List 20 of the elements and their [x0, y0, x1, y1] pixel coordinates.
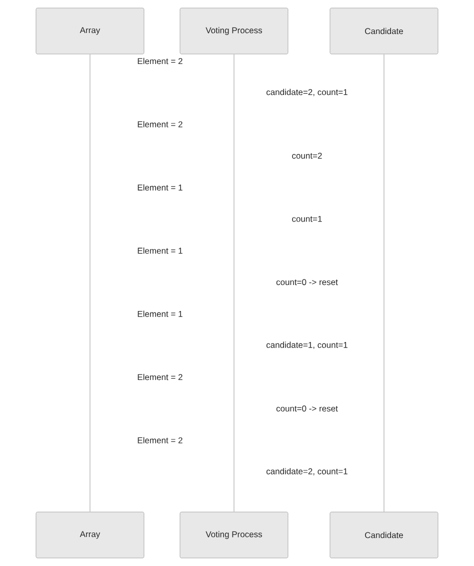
participant-box: Voting Process [180, 8, 288, 54]
message-label: candidate=2, count=1 [266, 88, 348, 96]
message-label: Element = 2 [138, 374, 182, 380]
message-label: count=2 [292, 152, 322, 159]
participant-box: Candidate [330, 512, 438, 558]
message-label: candidate=1, count=1 [266, 342, 348, 349]
message-label: count=0 -> reset [276, 279, 338, 286]
message-label: count=0 -> reset [276, 406, 338, 412]
participant-box: Candidate [330, 8, 438, 54]
participant-box: Array [36, 512, 144, 558]
message-label: Element = 2 [138, 121, 182, 128]
message-label: Element = 1 [138, 184, 182, 191]
message-label: Element = 2 [138, 437, 182, 444]
message-label: count=1 [292, 216, 322, 222]
participant-box: Voting Process [180, 512, 288, 558]
message-label: Element = 1 [138, 247, 182, 254]
message-label: candidate=2, count=1 [266, 468, 348, 476]
participant-box: Array [36, 8, 144, 54]
message-label: Element = 1 [138, 310, 182, 317]
message-label: Element = 2 [138, 58, 182, 64]
